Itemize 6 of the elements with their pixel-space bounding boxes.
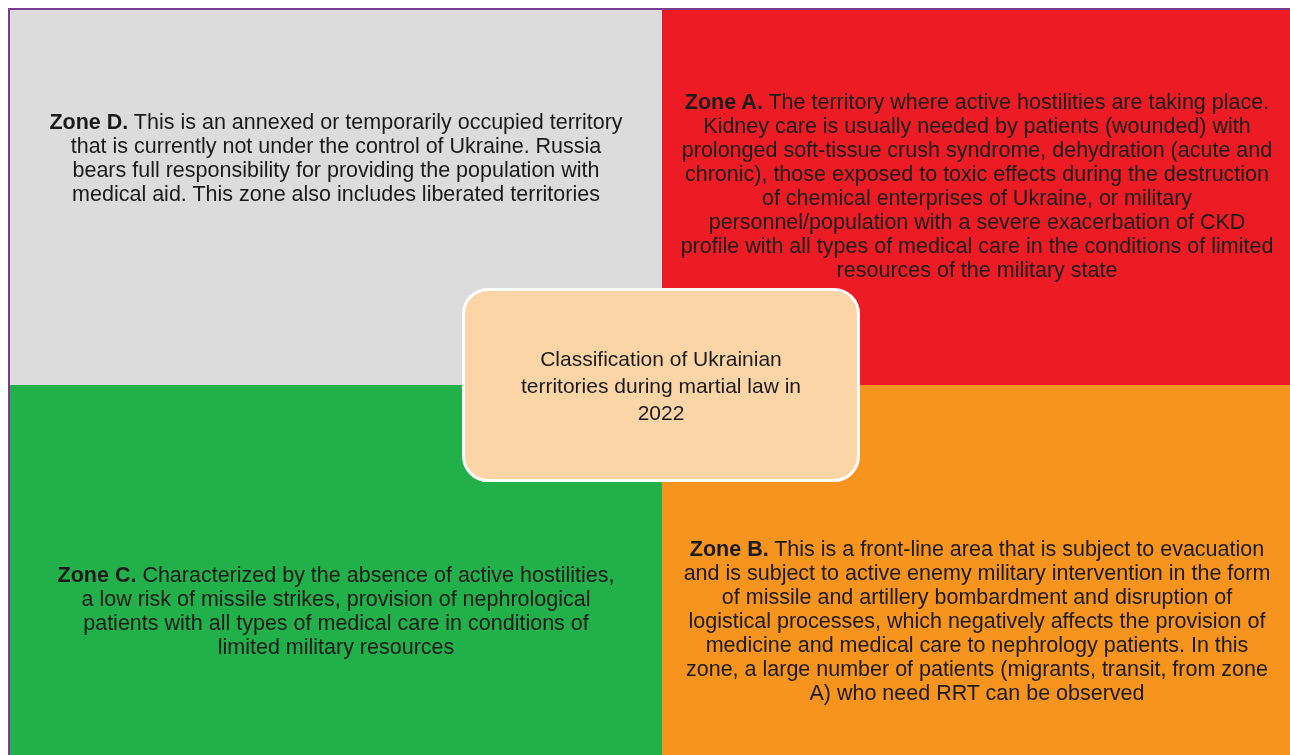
zone-description: Zone B. This is a front-line area that is subject to evacuation and is subject to active enemy military intervention in the form of missile and artillery bombardment and disruption of logistical processes, which negatively affects the provision of medicine and medical care to nephrology patients. In this zone, a large number of patients (migrants, transit, from zone A) who need RRT can be observed [682, 537, 1272, 705]
zone-description: Zone C. Characterized by the absence of active hostilities, a low risk of missile strikes, provision of nephrological patients with all types of medical care in conditions of limited military resources [56, 563, 616, 659]
zone-description: Zone D. This is an annexed or temporarily occupied territory that is currently not under the control of Ukraine. Russia bears full responsibility for providing the population with medical aid. This zone also includes liberated territories [48, 109, 624, 206]
center-box [462, 288, 860, 482]
center-title: Classification of Ukrainian territories during martial law in 2022 [519, 345, 803, 426]
zone-description: Zone A. The territory where active hostilities are taking place. Kidney care is usually needed by patients (wounded) with prolonged soft-tissue crush syndrome, dehydration (acute and chronic), those exposed to toxic effects during the destruction of chemical enterprises of Ukraine, or military personnel/population with a severe exacerbation of CKD profile with all types of medical care in the conditions of limited resources of the military state [679, 89, 1275, 282]
